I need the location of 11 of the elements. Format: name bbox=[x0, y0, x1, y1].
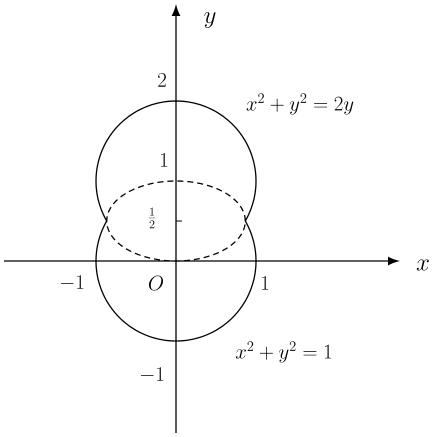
tick-label: $-1$ bbox=[60, 275, 84, 289]
axis-label: $x$ bbox=[416, 259, 429, 271]
equation-label: $x^2+y^2=2y$ bbox=[246, 93, 354, 115]
tick-label: $1$ bbox=[262, 276, 268, 290]
origin-label: $O$ bbox=[148, 276, 164, 291]
tick-label: $2$ bbox=[158, 72, 166, 87]
axis-label: $y$ bbox=[204, 12, 216, 28]
tick-label: $1$ bbox=[161, 152, 168, 167]
tick-label: $-1$ bbox=[140, 367, 164, 381]
equation-label: $x^2+y^2=1$ bbox=[236, 341, 332, 363]
tick-label: $\frac{1}{2}$ bbox=[149, 208, 155, 228]
